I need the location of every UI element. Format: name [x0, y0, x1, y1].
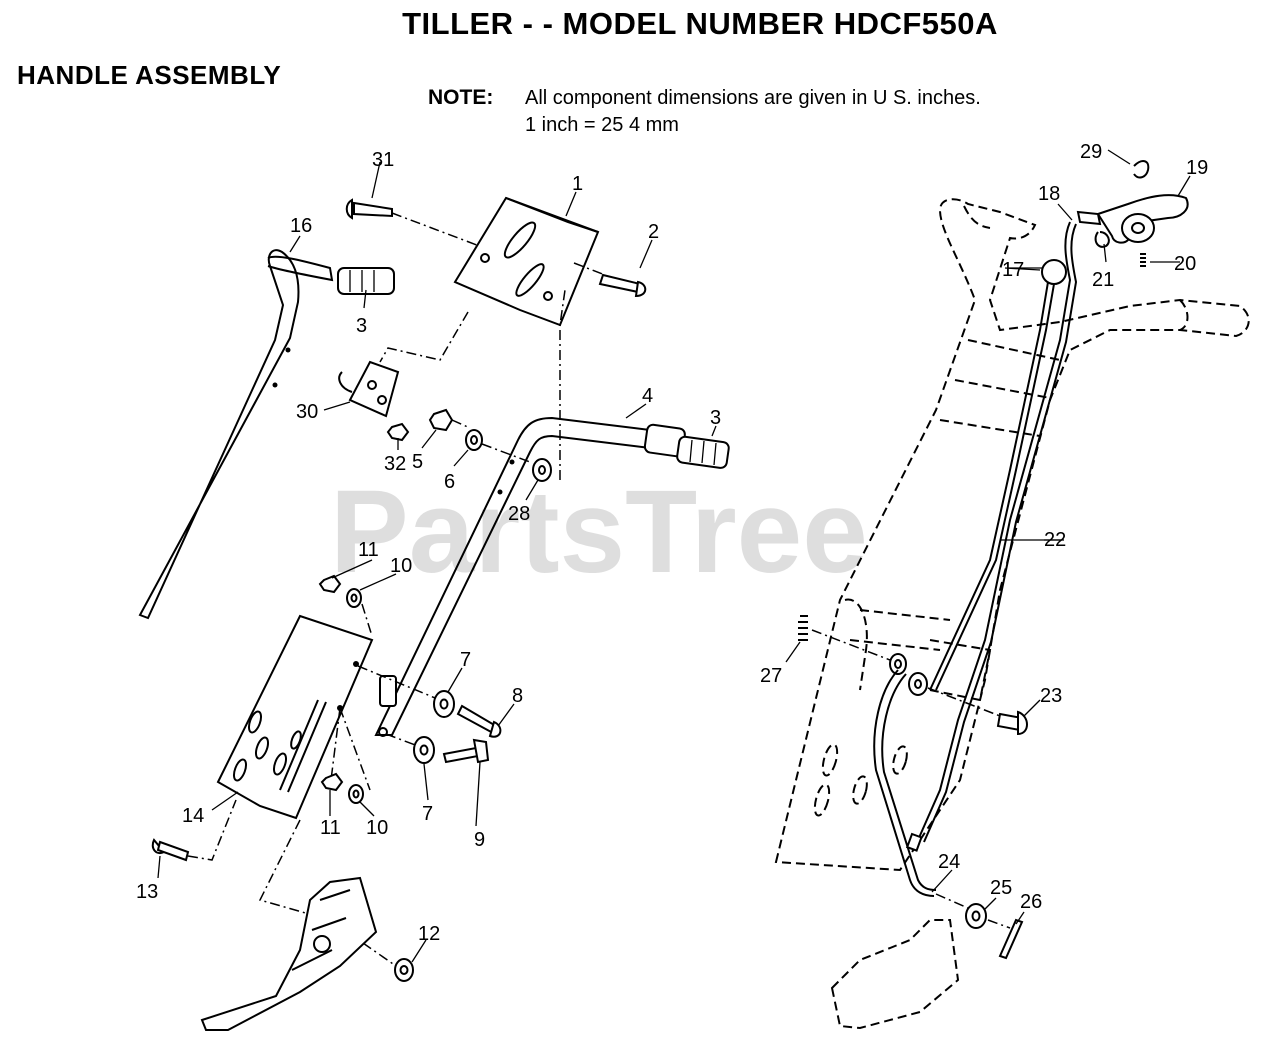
part-28-washer[interactable] [532, 458, 552, 482]
callout-4: 4 [642, 385, 653, 407]
callout-14: 14 [182, 805, 204, 827]
callout-9: 9 [474, 829, 485, 851]
part-6-washer[interactable] [465, 429, 531, 463]
callout-28: 28 [508, 503, 530, 525]
pivot-washers [889, 653, 1001, 717]
callout-2: 2 [648, 221, 659, 243]
watermark: PartsTree [330, 466, 868, 598]
part-17-knob-rod[interactable] [929, 259, 1067, 691]
note-line-2: 1 inch = 25 4 mm [525, 114, 679, 136]
part-18-cable-end[interactable] [1076, 210, 1102, 226]
note-label: NOTE: [428, 86, 494, 109]
part-4-handle-tube[interactable] [374, 416, 730, 737]
callout-7a: 7 [460, 649, 471, 671]
part-16-handle-bar[interactable] [138, 249, 395, 620]
part-7-washer-upper[interactable] [433, 690, 455, 718]
callout-3a: 3 [356, 315, 367, 337]
part-13-bolt[interactable] [151, 799, 237, 862]
callout-25: 25 [990, 877, 1012, 899]
part-20-spring[interactable] [1140, 253, 1146, 267]
part-31-bolt[interactable] [345, 198, 491, 251]
callout-19: 19 [1186, 157, 1208, 179]
callout-11a: 11 [358, 539, 379, 561]
callout-8: 8 [512, 685, 523, 707]
callout-22: 22 [1044, 529, 1066, 551]
leader-lines [157, 149, 1191, 963]
callout-3b: 3 [710, 407, 721, 429]
callout-17: 17 [1002, 259, 1024, 281]
part-9-bolt[interactable] [442, 738, 490, 764]
part-2-bolt[interactable] [598, 273, 647, 298]
part-5-nut[interactable] [428, 408, 471, 432]
callout-26: 26 [1020, 891, 1042, 913]
callout-10a: 10 [390, 555, 412, 577]
lower-handle-bracket [200, 876, 378, 1031]
right-handle-assembly-ghost [774, 198, 1250, 1030]
callout-5: 5 [412, 451, 423, 473]
part-11-nut-lower[interactable] [320, 772, 344, 792]
part-24-link-rod[interactable] [873, 669, 969, 909]
part-11-nut-upper[interactable] [318, 574, 342, 594]
part-1-bracket[interactable] [453, 196, 606, 327]
part-23-bolt[interactable] [996, 710, 1028, 736]
callout-7b: 7 [422, 803, 433, 825]
part-14-lower-plate[interactable] [216, 614, 374, 820]
callout-27: 27 [760, 665, 782, 687]
callout-20: 20 [1174, 253, 1196, 275]
part-7-washer-lower[interactable] [413, 736, 435, 764]
callout-13: 13 [136, 881, 158, 903]
note-line-1: All component dimensions are given in U … [525, 87, 981, 109]
part-32-nut[interactable] [386, 422, 410, 442]
callout-23: 23 [1040, 685, 1062, 707]
part-21-spring-clip[interactable] [1094, 231, 1110, 248]
callout-21: 21 [1092, 269, 1114, 291]
part-12-nut[interactable] [394, 958, 414, 982]
callout-32: 32 [384, 453, 406, 475]
part-19-control-lever[interactable] [1096, 194, 1189, 244]
callout-16: 16 [290, 215, 312, 237]
part-27-spring[interactable] [798, 615, 891, 661]
callout-24: 24 [938, 851, 960, 873]
callout-29: 29 [1080, 141, 1102, 163]
callout-11b: 11 [320, 817, 341, 839]
callout-18: 18 [1038, 183, 1060, 205]
diagram-title: TILLER - - MODEL NUMBER HDCF550A [402, 6, 998, 41]
part-22-cable[interactable] [905, 221, 1078, 852]
part-8-bolt[interactable] [456, 704, 502, 738]
part-10-washer-lower[interactable] [348, 784, 364, 804]
part-10-washer-upper[interactable] [346, 588, 362, 608]
callout-12: 12 [418, 923, 440, 945]
part-26-cotter-pin[interactable] [987, 918, 1024, 960]
callout-1: 1 [572, 173, 583, 195]
section-title: HANDLE ASSEMBLY [17, 60, 282, 90]
callout-30: 30 [296, 401, 318, 423]
part-30-plate[interactable] [338, 360, 400, 418]
callout-10b: 10 [366, 817, 388, 839]
callout-6: 6 [444, 471, 455, 493]
part-29-clip[interactable] [1133, 160, 1150, 179]
callout-31: 31 [372, 149, 394, 171]
part-25-washer[interactable] [965, 903, 987, 929]
